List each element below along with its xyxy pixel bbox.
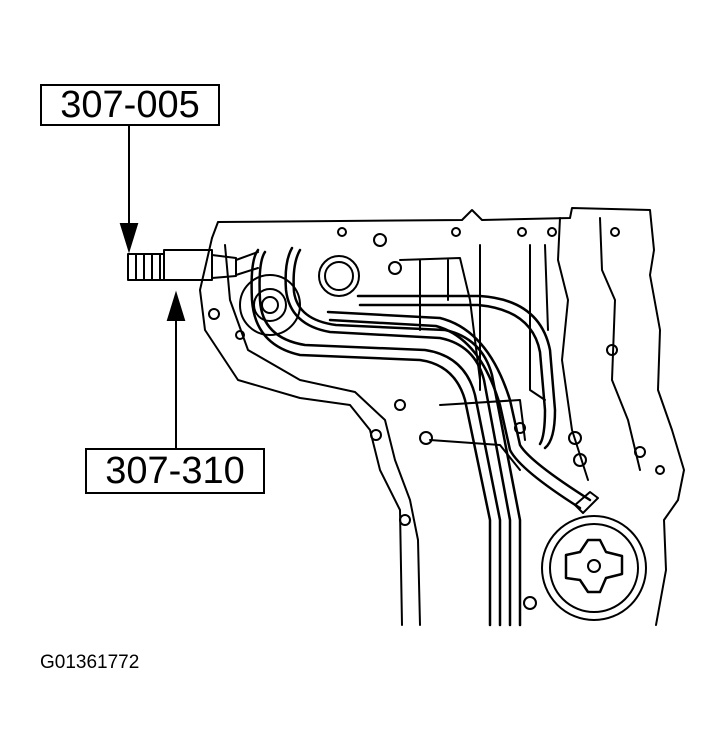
tool-307-005-body [163, 249, 213, 281]
callout-label: 307-005 [60, 83, 200, 126]
figure-id: G01361772 [40, 652, 140, 673]
tool-callout-307-310: 307-310 [85, 448, 265, 494]
pulley-key [564, 538, 624, 594]
engine-block-left-edge [199, 237, 403, 626]
tube-4 [326, 310, 592, 502]
arrow-down [119, 223, 139, 254]
tube-3 [356, 294, 557, 450]
tube-2 [284, 246, 512, 627]
tube-1 [250, 248, 492, 627]
sensor-ring [318, 255, 360, 297]
cam-boss [239, 274, 301, 336]
tool-307-005-thread [127, 253, 165, 281]
arrow-up [166, 290, 186, 321]
crank-pulley [541, 515, 647, 621]
callout-label: 307-310 [105, 449, 245, 492]
tool-callout-307-005: 307-005 [40, 84, 220, 126]
engine-block-outline [211, 207, 685, 626]
